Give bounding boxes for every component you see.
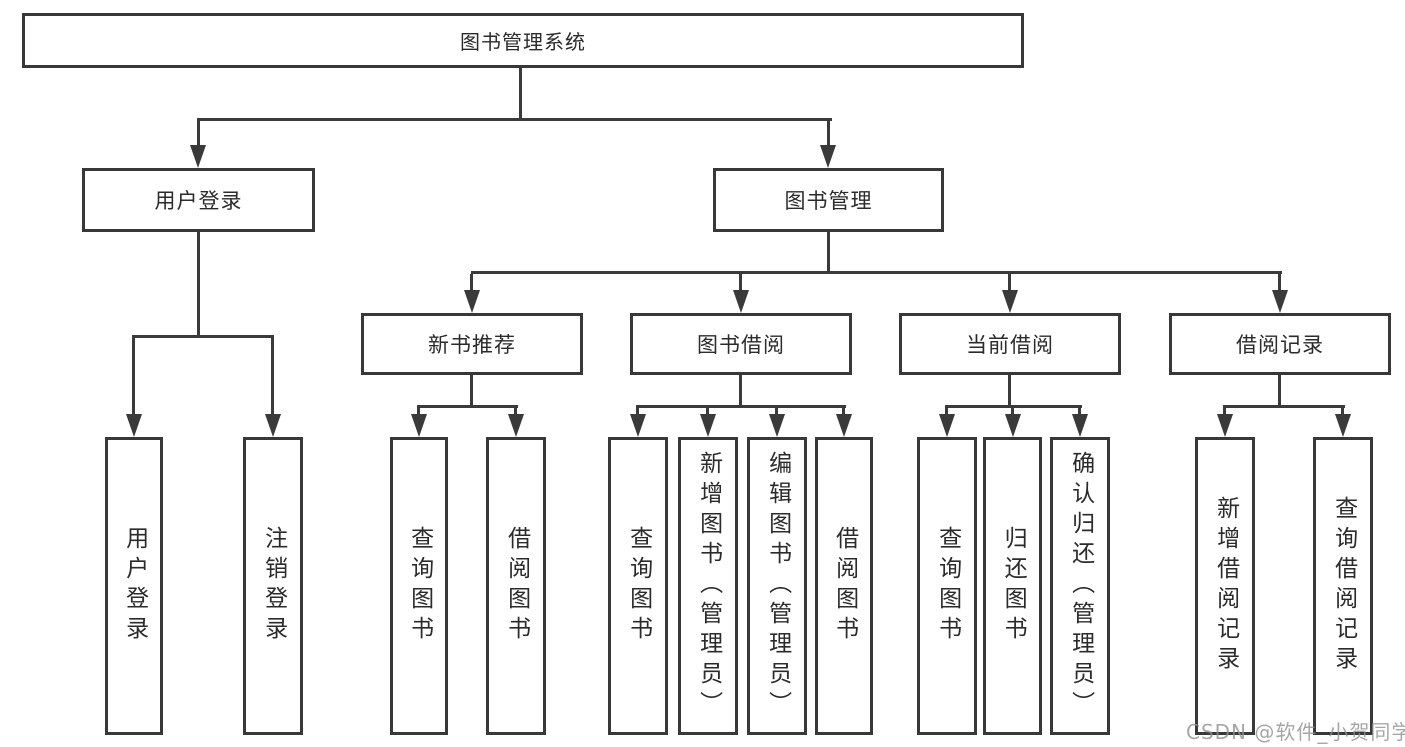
- leaf-bb-borrow-books: 借阅图书: [815, 437, 873, 735]
- leaf-nb-borrow-books: 借阅图书: [486, 437, 546, 735]
- arrow-to-bb-edit: [769, 414, 785, 437]
- arrow-to-book-borrow: [733, 290, 749, 313]
- connector-drop-nb-borrow: [514, 408, 517, 418]
- leaf-bb-query-books: 查询图书: [608, 437, 668, 735]
- arrow-to-borrow-records: [1272, 290, 1288, 313]
- connector-newbook-stem: [470, 375, 473, 408]
- connector-drop-cb-return: [1011, 408, 1014, 418]
- leaf-rec-add-record: 新增借阅记录: [1195, 437, 1255, 735]
- connector-drop-borrow-records: [1278, 274, 1281, 292]
- node-user-login-label: 用户登录: [154, 189, 243, 213]
- connector-drop-leaf-logout: [271, 338, 274, 416]
- leaf-logout-label: 注销登录: [260, 526, 287, 646]
- arrow-to-user-login: [190, 145, 206, 168]
- arrow-to-nb-borrow: [508, 414, 524, 437]
- leaf-cb-confirm-return-admin-label: 确认归还（管理员）: [1067, 451, 1094, 721]
- arrow-to-leaf-logout: [265, 414, 281, 437]
- connector-drop-rec-add: [1223, 408, 1226, 418]
- leaf-bb-edit-books-admin: 编辑图书（管理员）: [747, 437, 807, 735]
- leaf-rec-add-record-label: 新增借阅记录: [1212, 496, 1239, 676]
- leaf-nb-query-books-label: 查询图书: [406, 526, 433, 646]
- leaf-cb-query-books: 查询图书: [917, 437, 977, 735]
- node-new-book-recommend-label: 新书推荐: [428, 333, 516, 357]
- arrow-to-rec-add: [1217, 414, 1233, 437]
- arrow-to-nb-query: [411, 414, 427, 437]
- connector-drop-new-book: [470, 274, 473, 292]
- connector-bookborrow-stem: [739, 375, 742, 408]
- leaf-nb-query-books: 查询图书: [390, 437, 448, 735]
- leaf-user-login-label: 用户登录: [121, 526, 148, 646]
- arrow-to-cb-return: [1005, 414, 1021, 437]
- connector-drop-user-login: [197, 121, 200, 147]
- connector-records-stem: [1278, 375, 1281, 408]
- leaf-bb-add-books-admin-label: 新增图书（管理员）: [695, 451, 722, 721]
- leaf-bb-query-books-label: 查询图书: [625, 526, 652, 646]
- connector-userlogin-stem: [197, 232, 200, 338]
- connector-drop-book-mgmt: [827, 121, 830, 147]
- node-root-library-system: 图书管理系统: [22, 13, 1024, 68]
- connector-drop-nb-query: [417, 408, 420, 418]
- arrow-to-book-mgmt: [820, 145, 836, 168]
- arrow-to-cb-confirm: [1072, 414, 1088, 437]
- connector-drop-cb-query: [945, 408, 948, 418]
- node-user-login: 用户登录: [82, 168, 315, 232]
- leaf-bb-add-books-admin: 新增图书（管理员）: [678, 437, 738, 735]
- arrow-to-bb-query: [630, 414, 646, 437]
- connector-currentborrow-rail: [945, 405, 1082, 408]
- node-borrowing-records-label: 借阅记录: [1236, 333, 1324, 357]
- node-new-book-recommend: 新书推荐: [361, 313, 583, 375]
- leaf-bb-edit-books-admin-label: 编辑图书（管理员）: [764, 451, 791, 721]
- connector-drop-rec-query: [1341, 408, 1344, 418]
- arrow-to-rec-query: [1335, 414, 1351, 437]
- arrow-to-bb-add: [700, 414, 716, 437]
- arrow-to-bb-borrow: [836, 414, 852, 437]
- connector-bookborrow-rail: [636, 405, 846, 408]
- node-current-borrowing-label: 当前借阅: [966, 333, 1054, 357]
- node-book-management-label: 图书管理: [784, 189, 873, 213]
- connector-records-rail: [1223, 405, 1345, 408]
- connector-drop-bb-borrow: [842, 408, 845, 418]
- node-current-borrowing: 当前借阅: [899, 313, 1121, 375]
- connector-bookmgmt-rail: [471, 271, 1282, 274]
- connector-drop-cb-confirm: [1078, 408, 1081, 418]
- leaf-cb-return-books: 归还图书: [983, 437, 1042, 735]
- connector-drop-leaf-login: [132, 338, 135, 416]
- arrow-to-current-borrow: [1002, 290, 1018, 313]
- connector-userlogin-rail: [132, 335, 274, 338]
- connector-drop-bb-query: [636, 408, 639, 418]
- connector-newbook-rail: [417, 405, 518, 408]
- connector-drop-book-borrow: [739, 274, 742, 292]
- leaf-cb-query-books-label: 查询图书: [934, 526, 961, 646]
- csdn-watermark: CSDN @软件_小贺同学: [1186, 720, 1405, 744]
- arrow-to-new-book: [464, 290, 480, 313]
- leaf-user-login: 用户登录: [105, 437, 163, 735]
- leaf-cb-confirm-return-admin: 确认归还（管理员）: [1050, 437, 1110, 735]
- leaf-rec-query-record-label: 查询借阅记录: [1330, 496, 1357, 676]
- leaf-nb-borrow-books-label: 借阅图书: [503, 526, 530, 646]
- node-borrowing-records: 借阅记录: [1169, 313, 1391, 375]
- arrow-to-leaf-login: [126, 414, 142, 437]
- node-root-label: 图书管理系统: [460, 30, 586, 54]
- connector-drop-bb-edit: [775, 408, 778, 418]
- leaf-logout: 注销登录: [243, 437, 303, 735]
- node-book-borrowing-label: 图书借阅: [697, 333, 785, 357]
- leaf-cb-return-books-label: 归还图书: [1000, 526, 1027, 646]
- leaf-bb-borrow-books-label: 借阅图书: [831, 526, 858, 646]
- connector-currentborrow-stem: [1008, 375, 1011, 408]
- connector-root-rail: [197, 118, 832, 121]
- connector-bookmgmt-stem: [827, 232, 830, 274]
- connector-drop-current-borrow: [1008, 274, 1011, 292]
- arrow-to-cb-query: [939, 414, 955, 437]
- connector-drop-bb-add: [706, 408, 709, 418]
- node-book-management: 图书管理: [713, 168, 944, 232]
- node-book-borrowing: 图书借阅: [630, 313, 852, 375]
- leaf-rec-query-record: 查询借阅记录: [1313, 437, 1373, 735]
- connector-root-stem: [519, 68, 522, 121]
